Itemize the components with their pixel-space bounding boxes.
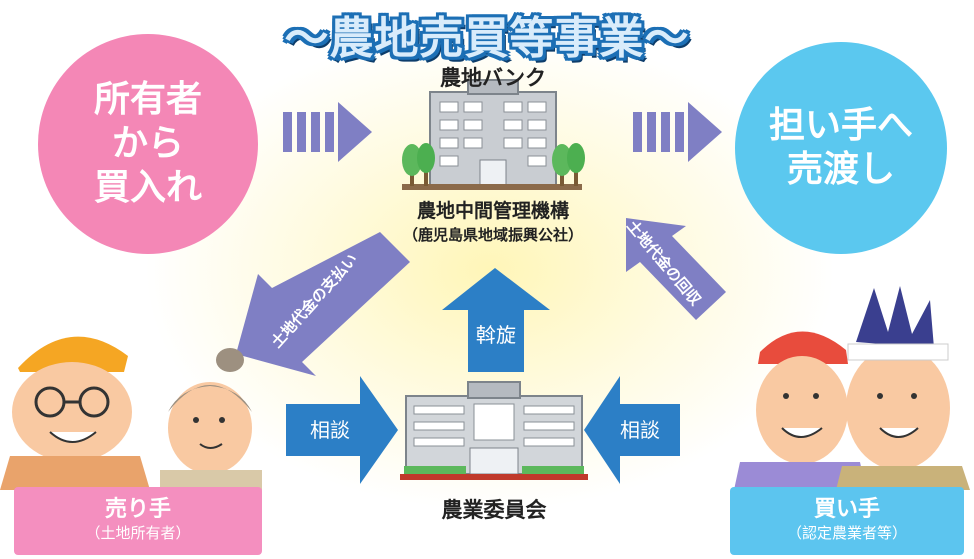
mediation-arrow — [442, 268, 550, 372]
buyer-circle-line: 担い手へ — [768, 105, 913, 146]
seller-circle-line: 買入れ — [93, 167, 202, 208]
bank-org-sub: （鹿児島県地域振興公社） — [402, 226, 583, 244]
seller-circle-line: 所有者 — [93, 79, 202, 120]
seller-woman-icon — [160, 348, 262, 492]
collection-arrow — [626, 218, 726, 320]
mediation-label: 斡旋 — [476, 323, 516, 347]
buyer-box-title: 買い手 — [813, 497, 880, 522]
flow-arrow-sell — [633, 102, 722, 162]
consult-right-label: 相談 — [620, 418, 660, 442]
buyer-box: 買い手 （認定農業者等） — [730, 487, 964, 555]
seller-buy-circle: 所有者 から 買入れ — [38, 34, 258, 254]
seller-box-sub: （土地所有者） — [85, 524, 191, 542]
seller-circle-line: から — [111, 123, 184, 164]
consult-arrow-right — [584, 376, 680, 484]
seller-box: 売り手 （土地所有者） — [14, 487, 262, 555]
consult-arrow-left — [286, 376, 398, 484]
payment-arrow — [236, 232, 410, 376]
consult-left-label: 相談 — [310, 418, 350, 442]
committee-label: 農業委員会 — [441, 498, 547, 522]
committee-building-icon — [400, 381, 588, 480]
buyer-sell-circle: 担い手へ 売渡し — [735, 42, 947, 254]
bank-building-icon — [402, 79, 582, 190]
buyer-box-sub: （認定農業者等） — [786, 524, 907, 542]
seller-box-title: 売り手 — [104, 497, 171, 522]
bank-label: 農地バンク — [439, 66, 547, 90]
diagram-title: ～農地売買等事業～ — [284, 13, 690, 64]
buyer-farmer-cap-icon — [734, 331, 866, 490]
buyer-farmer-headband-icon — [836, 286, 970, 490]
seller-farmer-icon — [0, 336, 150, 490]
bank-org-name: 農地中間管理機構 — [416, 200, 569, 222]
flow-arrow-buy — [283, 102, 372, 162]
buyer-circle-line: 売渡し — [786, 149, 895, 190]
tree-icon — [402, 143, 585, 186]
